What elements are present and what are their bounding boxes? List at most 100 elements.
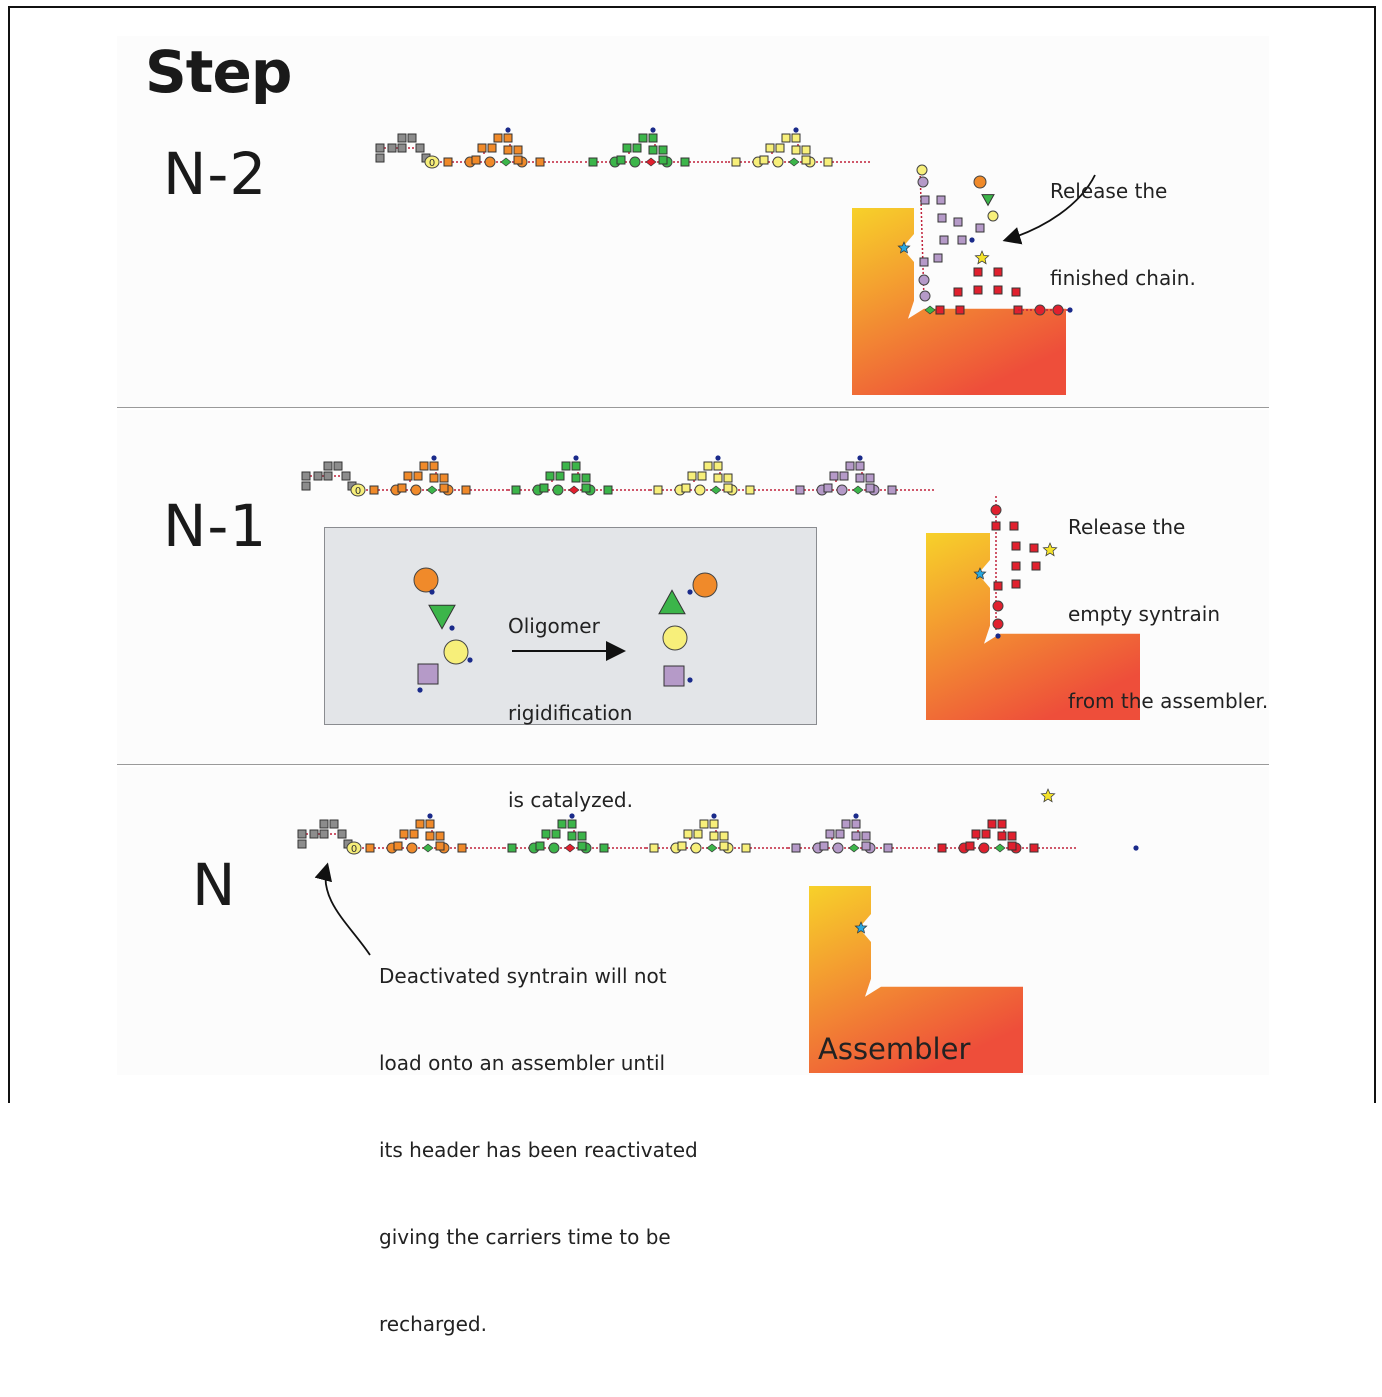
- monomer-circle: [413, 567, 439, 593]
- monomer-square: [883, 843, 893, 853]
- monomer-square: [439, 473, 449, 483]
- assembler-block: [852, 208, 1066, 395]
- monomer-square: [973, 267, 983, 277]
- note-release-empty-syntrain: Release the empty syntrain from the asse…: [1068, 455, 1268, 774]
- monomer-circle: [406, 842, 418, 854]
- monomer-circle: [836, 484, 848, 496]
- note-line: its header has been reactivated: [379, 1138, 698, 1162]
- monomer-square: [1029, 543, 1039, 553]
- monomer-square: [935, 305, 945, 315]
- cap-dot: [1133, 845, 1139, 851]
- monomer-square: [699, 819, 709, 829]
- monomer-square: [329, 819, 339, 829]
- monomer-square: [997, 831, 1007, 841]
- star-mark: [854, 921, 868, 934]
- monomer-square: [1009, 521, 1019, 531]
- monomer-circle: [917, 176, 929, 188]
- monomer-square: [511, 485, 521, 495]
- monomer-square: [933, 253, 943, 263]
- monomer-square: [616, 155, 626, 165]
- monomer-circle: [918, 274, 930, 286]
- monomer-square: [301, 471, 311, 481]
- monomer-square: [775, 143, 785, 153]
- monomer-square: [861, 841, 871, 851]
- monomer-square: [919, 257, 929, 267]
- monomer-circle: [973, 175, 987, 189]
- monomer-square: [658, 145, 668, 155]
- monomer-square: [795, 485, 805, 495]
- monomer-square: [649, 843, 659, 853]
- monomer-square: [731, 157, 741, 167]
- note-line: Release the: [1068, 515, 1186, 539]
- monomer-circle: [1034, 304, 1046, 316]
- monomer-square: [759, 155, 769, 165]
- joint-diamond: [422, 843, 434, 853]
- monomer-square: [1029, 843, 1039, 853]
- monomer-square: [503, 133, 513, 143]
- monomer-square: [429, 461, 439, 471]
- header-arrow: [314, 862, 371, 956]
- monomer-circle: [629, 156, 641, 168]
- monomer-square: [471, 155, 481, 165]
- star-mark: [1040, 788, 1056, 803]
- panel-n-background: [117, 767, 1269, 1075]
- monomer-square: [829, 471, 839, 481]
- monomer-square: [622, 143, 632, 153]
- monomer-square: [1011, 579, 1021, 589]
- monomer-circle: [552, 484, 564, 496]
- note-line: from the assembler.: [1068, 689, 1269, 713]
- monomer-circle: [987, 210, 999, 222]
- cap-dot: [687, 589, 693, 595]
- monomer-square: [513, 145, 523, 155]
- monomer-square: [987, 819, 997, 829]
- monomer-square: [648, 133, 658, 143]
- monomer-square: [1007, 831, 1017, 841]
- monomer-square: [375, 143, 385, 153]
- cap-dot: [1067, 307, 1073, 313]
- monomer-square: [581, 473, 591, 483]
- cap-dot: [687, 677, 693, 683]
- monomer-square: [981, 829, 991, 839]
- monomer-triangle: [428, 604, 456, 630]
- monomer-square: [581, 483, 591, 493]
- monomer-square: [997, 819, 1007, 829]
- monomer-square: [845, 461, 855, 471]
- monomer-square: [971, 829, 981, 839]
- monomer-square: [680, 157, 690, 167]
- monomer-square: [709, 831, 719, 841]
- panel-divider: [117, 764, 1269, 765]
- monomer-square: [599, 843, 609, 853]
- monomer-square: [369, 485, 379, 495]
- monomer-square: [435, 841, 445, 851]
- monomer-square: [571, 473, 581, 483]
- joint-diamond: [994, 843, 1006, 853]
- monomer-square: [409, 829, 419, 839]
- monomer-square: [791, 145, 801, 155]
- monomer-square: [415, 819, 425, 829]
- joint-diamond: [852, 485, 864, 495]
- monomer-square: [577, 831, 587, 841]
- monomer-square: [477, 143, 487, 153]
- monomer-square: [507, 843, 517, 853]
- monomer-square: [397, 133, 407, 143]
- monomer-square: [823, 483, 833, 493]
- cap-dot: [711, 813, 717, 819]
- monomer-square: [835, 829, 845, 839]
- monomer-square: [939, 235, 949, 245]
- monomer-circle: [1052, 304, 1064, 316]
- header-cap: [346, 841, 362, 855]
- monomer-square: [415, 143, 425, 153]
- monomer-square: [709, 819, 719, 829]
- monomer-square: [825, 829, 835, 839]
- note-line: load onto an assembler until: [379, 1051, 666, 1075]
- note-line: empty syntrain: [1068, 602, 1221, 626]
- joint-diamond: [710, 485, 722, 495]
- monomer-square: [1011, 541, 1021, 551]
- monomer-square: [801, 155, 811, 165]
- monomer-square: [435, 831, 445, 841]
- monomer-circle: [690, 842, 702, 854]
- cap-dot: [449, 625, 455, 631]
- monomer-circle: [978, 842, 990, 854]
- monomer-circle: [919, 290, 931, 302]
- header-mark: 0: [429, 158, 435, 169]
